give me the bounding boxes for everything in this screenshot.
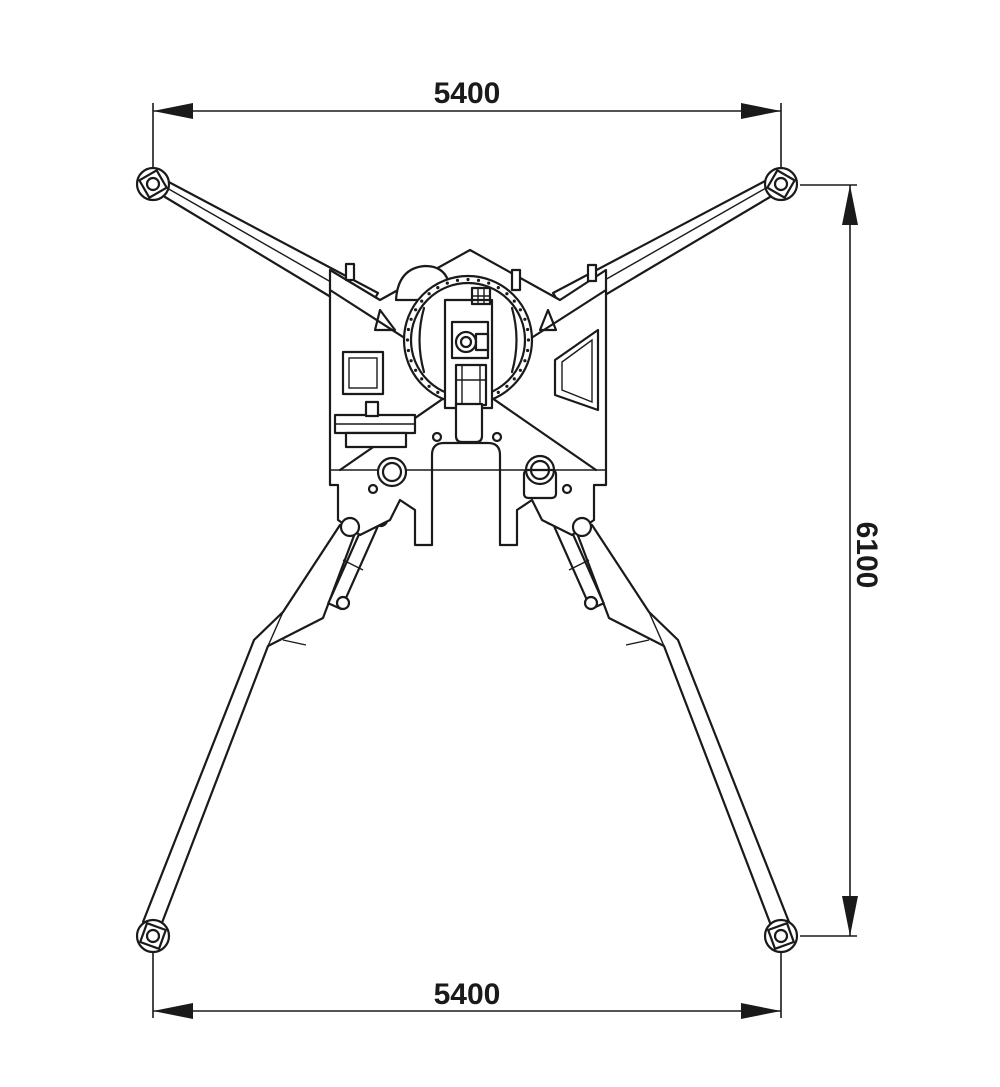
bolt-icon bbox=[523, 317, 527, 321]
bolt-icon bbox=[476, 278, 481, 282]
arrowhead-icon bbox=[842, 896, 858, 936]
dimension-top: 5400 bbox=[152, 77, 782, 172]
bolt-icon bbox=[414, 308, 418, 312]
bolt-icon bbox=[406, 327, 410, 332]
dimension-bottom: 5400 bbox=[152, 945, 782, 1019]
arrowhead-icon bbox=[741, 103, 781, 119]
bolt-icon bbox=[420, 299, 424, 303]
dimension-bottom-label: 5400 bbox=[434, 978, 501, 1011]
bolt-icon bbox=[496, 390, 500, 394]
arrowhead-icon bbox=[842, 185, 858, 225]
bolt-icon bbox=[409, 317, 413, 321]
left-control-box bbox=[333, 350, 417, 449]
bolt-icon bbox=[526, 348, 530, 353]
dimension-right: 6100 bbox=[800, 184, 883, 937]
bolt-icon bbox=[505, 292, 509, 296]
arrowhead-icon bbox=[153, 1003, 193, 1019]
outrigger-lower-right bbox=[543, 510, 799, 954]
bolt-icon bbox=[526, 338, 531, 342]
arrowhead-icon bbox=[153, 103, 193, 119]
slewing-ring bbox=[402, 274, 534, 444]
bolt-icon bbox=[445, 281, 449, 285]
bolt-icon bbox=[487, 281, 491, 285]
bolt-icon bbox=[409, 359, 413, 363]
right-side-panel bbox=[553, 328, 600, 412]
outrigger-lower-left bbox=[135, 512, 389, 954]
bolt-icon bbox=[405, 338, 410, 342]
outrigger-upper-left bbox=[135, 166, 380, 319]
arrowhead-icon bbox=[741, 1003, 781, 1019]
bolt-icon bbox=[436, 286, 440, 290]
bolt-icon bbox=[526, 327, 530, 332]
bolt-icon bbox=[518, 368, 523, 372]
bolt-icon bbox=[512, 299, 516, 303]
bolt-icon bbox=[455, 278, 460, 282]
bolt-icon bbox=[512, 377, 516, 381]
dimension-top-label: 5400 bbox=[434, 77, 501, 110]
bolt-icon bbox=[496, 286, 500, 290]
bolt-icon bbox=[466, 277, 470, 282]
bolt-icon bbox=[505, 384, 509, 388]
outrigger-upper-right bbox=[551, 166, 799, 319]
bolt-icon bbox=[518, 308, 523, 312]
bolt-icon bbox=[427, 292, 431, 296]
bolt-icon bbox=[414, 368, 418, 372]
bolt-icon bbox=[427, 384, 431, 388]
bolt-icon bbox=[523, 359, 527, 363]
bolt-icon bbox=[420, 377, 424, 381]
bolt-icon bbox=[436, 390, 440, 394]
bolt-icon bbox=[406, 348, 410, 353]
dimension-right-label: 6100 bbox=[850, 522, 883, 589]
